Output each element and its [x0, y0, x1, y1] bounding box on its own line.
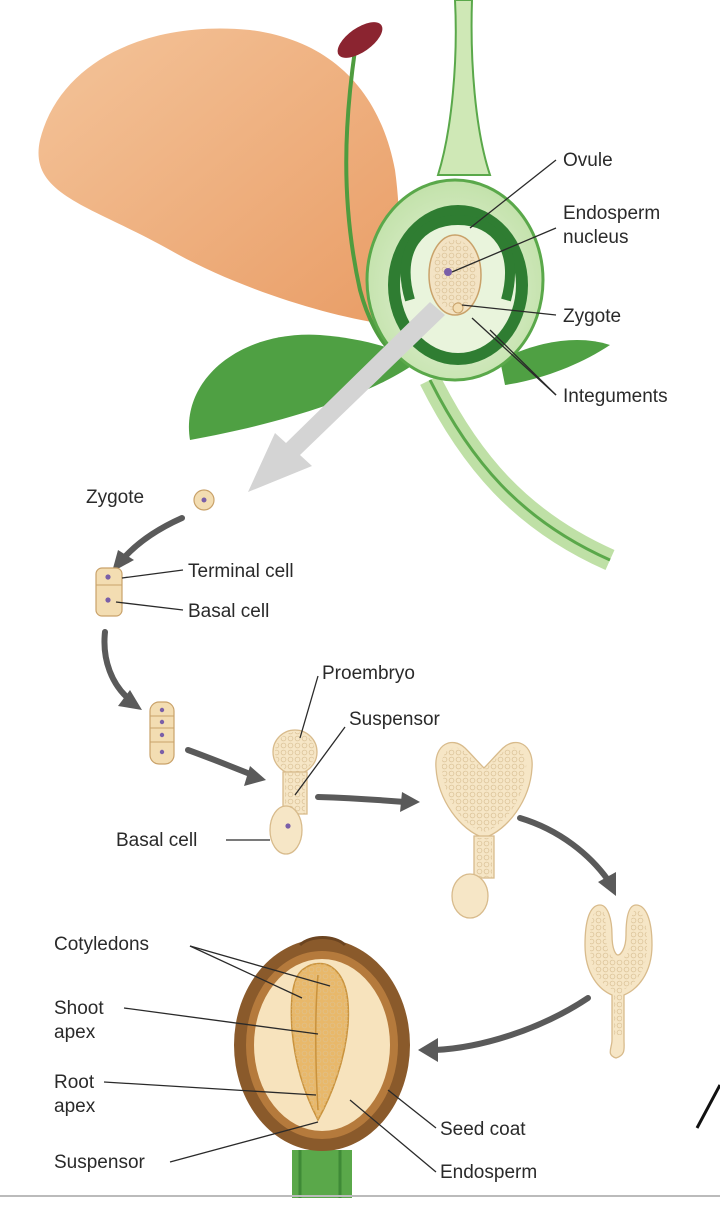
zygote-stage: Zygote: [86, 487, 215, 511]
root-apex-label-group: Root apex: [54, 1072, 317, 1117]
stamen-filament: [344, 49, 392, 352]
arrow-four-cell-to-proembryo: [185, 747, 253, 777]
shoot-apex-label-1: Shoot: [54, 998, 104, 1019]
endosperm-nucleus: [444, 268, 452, 276]
zygote-label: Zygote: [86, 487, 144, 508]
cotyledons-label-group: Cotyledons: [54, 934, 331, 999]
endosperm-label-group: Endosperm: [349, 1099, 537, 1183]
arrow-proembryo-to-globular: [315, 794, 408, 805]
integument-outer: [400, 214, 515, 302]
terminal-cell-label: Terminal cell: [188, 561, 294, 582]
zygote-top-label: Zygote: [563, 306, 621, 327]
root-apex-label-1: Root: [54, 1072, 95, 1093]
zygote-top-label-group: Zygote: [461, 304, 621, 327]
cotyledons-label: Cotyledons: [54, 934, 149, 955]
seed-coat-label-group: Seed coat: [387, 1089, 526, 1140]
integuments-label: Integuments: [563, 386, 668, 407]
torpedo-stage: [584, 904, 653, 1059]
leaf: [188, 334, 420, 440]
two-cell-stage: Terminal cell Basal cell: [95, 561, 294, 622]
suspensor-seed-label-group: Suspensor: [54, 1121, 319, 1173]
four-cell-stage: [149, 701, 175, 765]
arrow-heart-to-torpedo: [517, 815, 611, 883]
ovule-label-group: Ovule: [469, 150, 613, 229]
heart-stage: [435, 742, 533, 919]
arrow-torpedo-to-seed: [432, 995, 591, 1053]
style: [436, 0, 492, 176]
proembryo-stage: Proembryo Suspensor Basal cell: [116, 663, 441, 855]
endosperm-nucleus-label-2: nucleus: [563, 227, 629, 248]
zoom-arrow: [248, 302, 445, 492]
anther: [337, 22, 383, 58]
basal-cell-mid-label: Basal cell: [116, 830, 197, 851]
root-apex-label-2: apex: [54, 1096, 96, 1117]
proembryo-label: Proembryo: [322, 663, 415, 684]
petal: [38, 28, 400, 326]
zygote-cell: [452, 302, 464, 314]
basal-cell-top-label: Basal cell: [188, 601, 269, 622]
shoot-apex-label-2: apex: [54, 1022, 96, 1043]
pedicel: [420, 375, 615, 571]
ovule-label: Ovule: [563, 150, 613, 171]
suspensor-seed-label: Suspensor: [54, 1152, 146, 1173]
arrow-two-cell-to-four-cell: [101, 629, 133, 703]
edge-stroke-mark: [695, 1084, 720, 1129]
seed-stalk: [292, 1150, 352, 1198]
integuments-label-group: Integuments: [471, 317, 668, 407]
mature-seed: [234, 936, 410, 1198]
arrow-zygote-to-two-cell: [119, 515, 185, 563]
leaf-right: [500, 340, 610, 385]
suspensor-mid-label: Suspensor: [349, 709, 441, 730]
endosperm-label: Endosperm: [440, 1162, 537, 1183]
seed-coat-label: Seed coat: [440, 1119, 526, 1140]
flower: [38, 0, 615, 571]
endosperm-nucleus-label-1: Endosperm: [563, 203, 660, 224]
shoot-apex-label-group: Shoot apex: [54, 998, 319, 1043]
endosperm-nucleus-label-group: Endosperm nucleus: [451, 203, 660, 273]
